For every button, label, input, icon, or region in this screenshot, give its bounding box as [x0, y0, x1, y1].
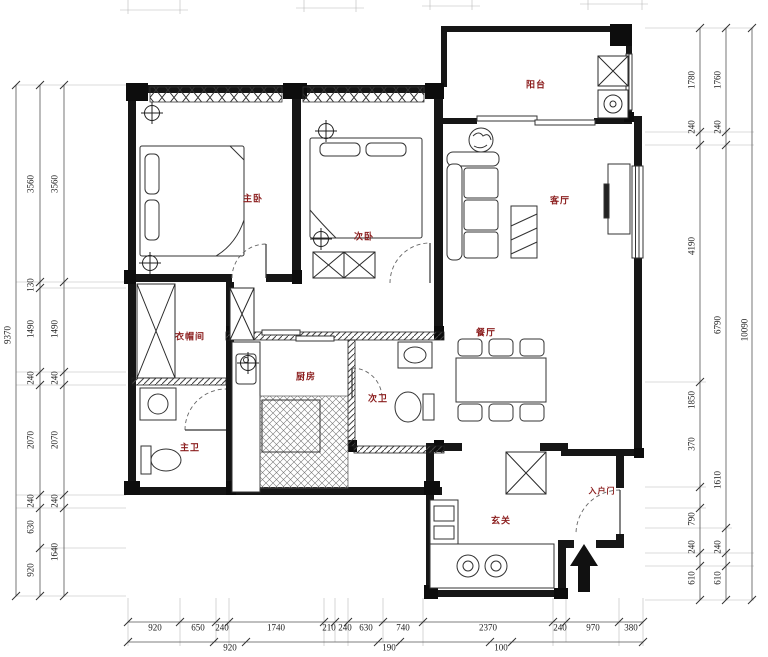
dim-bottom1-4: 210 — [322, 622, 336, 633]
dim-right-inner-0: 1780 — [686, 71, 697, 89]
dim-bottom2-0: 920 — [223, 642, 237, 653]
window-living-room — [631, 165, 644, 259]
dim-bottom1-10: 970 — [586, 622, 600, 633]
sliding-door-kitchen — [261, 329, 335, 342]
dim-right-inner-5: 790 — [686, 512, 697, 526]
second-bed — [309, 137, 423, 239]
structural-columns — [124, 24, 644, 599]
room-label-kitchen: 厨房 — [295, 371, 317, 382]
room-label-cloakroom: 衣帽间 — [174, 331, 206, 342]
master-bed — [139, 145, 245, 257]
dim-right-outer-3: 1610 — [712, 471, 723, 489]
cloakroom-wardrobe — [136, 283, 176, 379]
door-swings — [184, 242, 621, 535]
balcony-cabinet — [597, 55, 629, 87]
dim-right-inner-3: 1850 — [686, 391, 697, 409]
dim-bottom2-1: 190 — [382, 642, 396, 653]
bedroom2-wardrobe — [312, 251, 376, 279]
sofa — [446, 151, 500, 261]
dim-bottom1-0: 920 — [148, 622, 162, 633]
dim-bottom1-2: 240 — [215, 622, 229, 633]
room-label-balcony: 阳台 — [525, 79, 547, 90]
dim-left-outer-5: 1640 — [49, 543, 60, 561]
room-label-second-bedroom: 次卧 — [353, 231, 375, 242]
hall-cabinet — [229, 287, 255, 341]
dim-left-outer-4: 240 — [49, 494, 60, 508]
dim-right-outer-5: 610 — [712, 571, 723, 585]
dimension-lines — [15, 28, 753, 643]
dim-bottom1-8: 2370 — [479, 622, 497, 633]
coffee-table-rug — [510, 205, 538, 259]
dim-left-total: 9370 — [2, 326, 13, 344]
dim-left-inner-7: 920 — [25, 563, 36, 577]
beam-lattice-bands — [149, 86, 425, 103]
dim-left-inner-6: 630 — [25, 520, 36, 534]
crosshair-markers — [139, 102, 337, 374]
furniture — [139, 127, 631, 589]
cabinets — [136, 55, 629, 495]
dim-left-inner-3: 240 — [25, 371, 36, 385]
dim-left-inner-5: 240 — [25, 494, 36, 508]
dim-right-inner-1: 240 — [686, 120, 697, 134]
room-label-entry: 玄关 — [490, 515, 512, 526]
master-bath-fixtures — [139, 387, 182, 475]
dim-bottom1-6: 630 — [359, 622, 373, 633]
dim-bottom1-9: 240 — [553, 622, 567, 633]
dim-right-outer-0: 1760 — [712, 71, 723, 89]
dim-left-inner-0: 3560 — [25, 175, 36, 193]
dim-bottom1-11: 380 — [624, 622, 638, 633]
room-label-master-bath: 主卫 — [179, 442, 201, 453]
dim-left-outer-3: 2070 — [49, 431, 60, 449]
room-label-dining-room: 餐厅 — [475, 327, 497, 338]
dim-right-inner-7: 610 — [686, 571, 697, 585]
dim-right-inner-4: 370 — [686, 437, 697, 451]
dim-right-outer-1: 240 — [712, 120, 723, 134]
walls-solid — [128, 26, 642, 597]
dim-right-outer-2: 6790 — [712, 316, 723, 334]
door-leaves — [185, 243, 621, 534]
dim-right-inner-2: 4190 — [686, 237, 697, 255]
dim-left-inner-4: 2070 — [25, 431, 36, 449]
washing-machine — [597, 89, 629, 119]
room-label-master-bedroom: 主卧 — [242, 193, 264, 204]
guest-bath-fixtures — [394, 341, 435, 423]
dim-left-outer-2: 240 — [49, 371, 60, 385]
dim-right-total: 10090 — [739, 318, 750, 342]
room-label-living-room: 客厅 — [549, 195, 571, 206]
dim-left-inner-1: 130 — [25, 278, 36, 292]
sliding-door-balcony — [476, 115, 596, 126]
tv-cabinet — [603, 163, 631, 235]
kitchen-counter-mid — [231, 341, 261, 493]
fridge-cabinet — [505, 451, 547, 495]
plant — [468, 127, 494, 153]
entry-arrow — [570, 544, 598, 592]
entry-kitchen-fixtures — [429, 499, 555, 589]
dim-left-outer-0: 3560 — [49, 175, 60, 193]
dimension-ticks — [11, 23, 757, 647]
kitchen-tile-floor — [259, 395, 349, 489]
dim-bottom1-5: 240 — [338, 622, 352, 633]
dim-left-inner-2: 1490 — [25, 320, 36, 338]
room-label-entry-door: 入户门 — [588, 486, 616, 496]
dim-bottom2-2: 100 — [494, 642, 508, 653]
room-label-guest-bath: 次卫 — [367, 393, 389, 404]
dim-bottom1-7: 740 — [396, 622, 410, 633]
dining-set — [455, 338, 547, 422]
dim-right-outer-4: 240 — [712, 540, 723, 554]
dim-bottom1-1: 650 — [191, 622, 205, 633]
dim-bottom1-3: 1740 — [267, 622, 285, 633]
dim-right-inner-6: 240 — [686, 540, 697, 554]
dim-left-outer-1: 1490 — [49, 320, 60, 338]
